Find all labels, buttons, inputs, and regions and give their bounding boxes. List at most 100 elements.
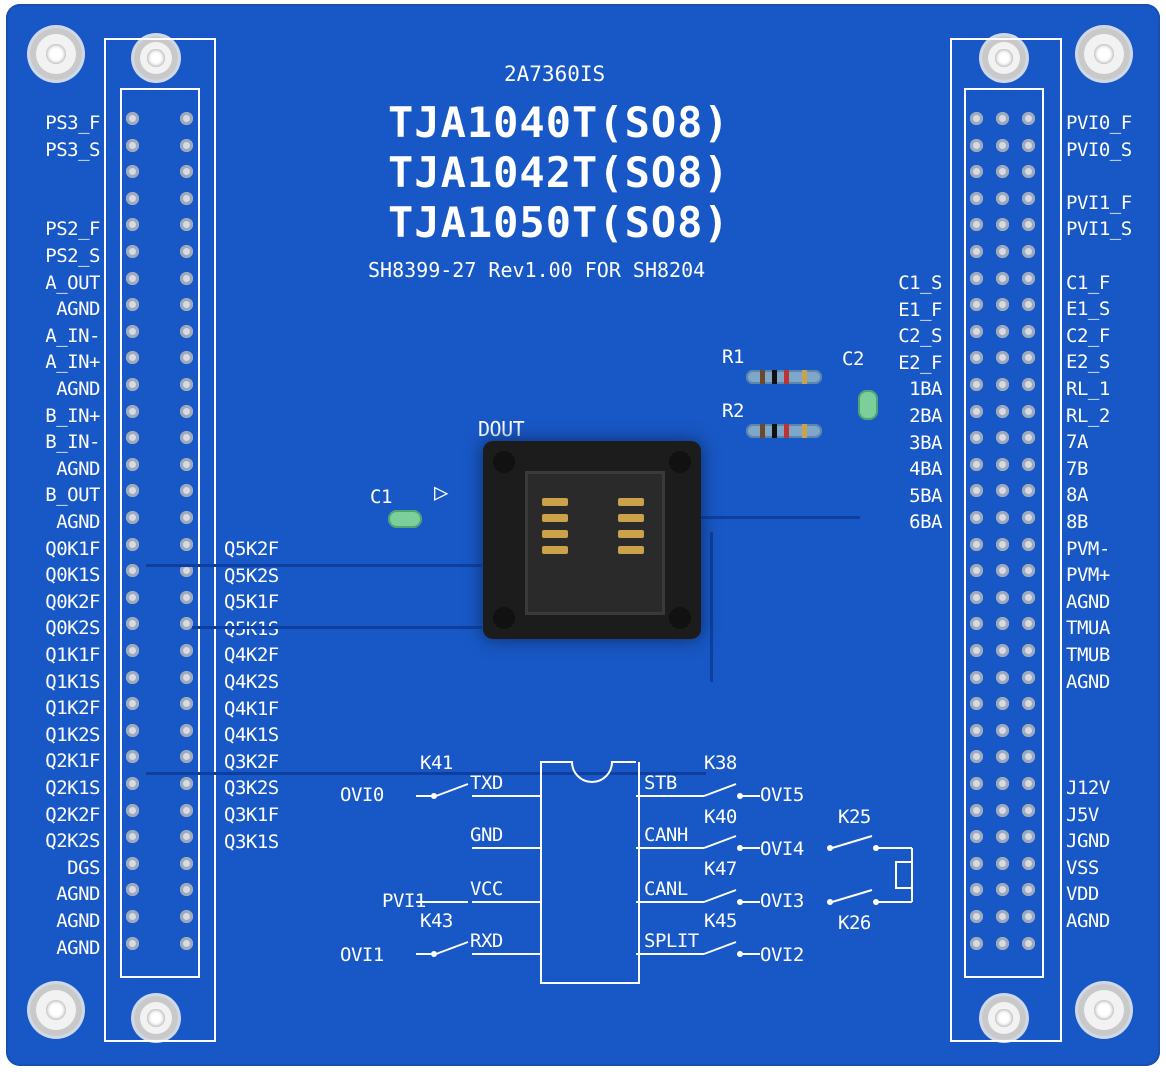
header-pin [1022,165,1035,179]
header-label: PS3_F [45,112,100,134]
header-label: PS2_F [45,218,100,241]
header-pin [126,324,139,338]
trace-q0k1f [146,564,482,567]
header-pin [1022,590,1035,604]
header-label: RL_1 [1066,378,1110,400]
header-pin [996,511,1009,524]
header-label: Q3K1S [224,830,279,853]
header-label: AGND [56,936,100,959]
header-label: AGND [56,457,100,480]
pin-txd: TXD [470,772,503,794]
header-pin [126,431,139,445]
header-pin [996,803,1009,817]
header-pin [1022,750,1035,764]
header-pin [126,803,139,817]
header-label: Q2K2F [45,803,100,826]
c1-label: C1 [370,486,392,508]
relay-k26: K26 [838,912,871,934]
header-pin [996,112,1009,125]
pin1-triangle-icon: ▷ [434,478,449,506]
net-ovi3: OVI3 [760,890,804,912]
header-pin [996,910,1009,923]
header-label: Q1K1S [45,670,100,693]
header-label: DGS [67,856,100,879]
header-pin [180,670,193,684]
header-pin [180,457,193,471]
header-pin [126,351,139,365]
header-label: Q1K1F [45,644,100,666]
so8-test-socket[interactable] [483,441,701,639]
header-pin [126,670,139,684]
header-label: Q2K1S [45,777,100,799]
header-pin [996,457,1009,471]
header-label: TMUB [1066,644,1110,666]
pin-canl: CANL [644,878,688,900]
header-pin [180,165,193,179]
header-pin [126,617,139,631]
header-pin [996,644,1009,657]
trace-q5k1s [192,626,482,629]
header-label: 4BA [909,458,942,481]
header-label: RL_2 [1066,404,1110,427]
net-ovi4: OVI4 [760,838,804,860]
header-pin [996,218,1009,232]
header-pin [126,936,139,950]
header-pin [126,245,139,258]
header-label: AGND [56,511,100,533]
header-pin [970,298,983,312]
header-pin [180,883,193,897]
header-pin [996,936,1009,950]
header-pin [996,351,1009,365]
header-label: 7B [1066,457,1088,480]
header-pin [1022,644,1035,657]
header-pin [180,830,193,844]
header-pin [180,112,193,125]
header-pin [970,271,983,285]
trace-socket-right [700,516,860,519]
left-header-outline [104,38,216,1042]
pcb-board: 2A7360IS TJA1040T(SO8) TJA1042T(SO8) TJA… [6,4,1160,1066]
header-pin [126,138,139,152]
header-label: C1_F [1066,271,1110,294]
header-pin [1022,883,1035,897]
header-pin [126,830,139,844]
capacitor-c2 [858,390,878,420]
header-label: JGND [1066,830,1110,853]
relay-k40: K40 [704,806,737,828]
header-pin [970,138,983,152]
net-ovi1: OVI1 [340,944,384,966]
header-pin [180,431,193,445]
header-pin [996,431,1009,445]
schematic-ic-body [540,762,640,984]
board-subtitle: SH8399-27 Rev1.00 FOR SH8204 [368,258,706,282]
header-label: B_IN- [45,431,100,454]
header-label: AGND [56,910,100,932]
header-label: AGND [1066,910,1110,932]
header-pin [180,511,193,524]
header-pin [970,165,983,179]
r1-label: R1 [722,346,744,368]
header-pin [996,590,1009,604]
header-pin [1022,431,1035,445]
header-label: AGND [1066,590,1110,613]
pin-vcc: VCC [470,878,503,900]
header-pin [970,218,983,232]
header-label: PVM- [1066,537,1110,560]
header-label: Q4K2S [224,671,279,693]
header-pin [1022,191,1035,205]
header-label: Q0K2S [45,617,100,640]
header-label: E1_S [1066,298,1110,321]
header-pin [996,670,1009,684]
header-pin [1022,777,1035,790]
mounting-hole-bottom-left [30,984,82,1036]
header-pin [1022,404,1035,418]
header-pin [970,590,983,604]
header-label: 5BA [909,484,942,507]
header-pin [126,777,139,790]
relay-k47: K47 [704,858,737,880]
header-pin [970,803,983,817]
header-pin [126,511,139,524]
header-label: Q4K1S [224,724,279,747]
header-pin [180,564,193,578]
header-pin [180,324,193,338]
